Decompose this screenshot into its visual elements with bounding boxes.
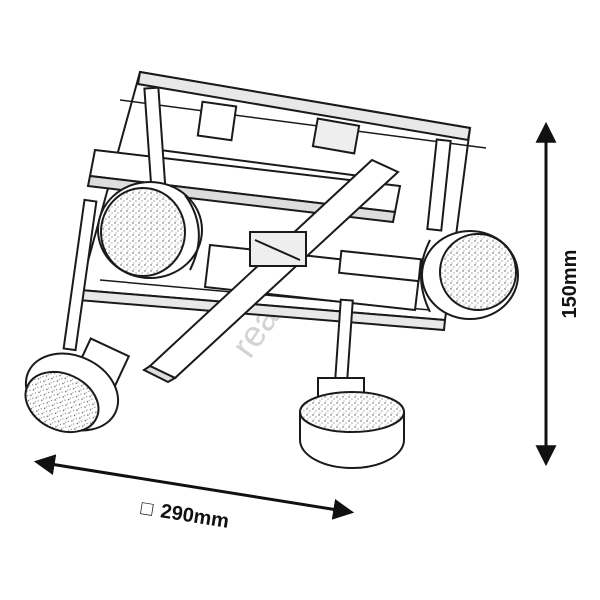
spotlight-upper-left <box>97 181 203 279</box>
width-arrow <box>33 454 355 520</box>
height-dimension: 150mm <box>535 121 581 467</box>
spotlight-bottom <box>299 298 405 469</box>
width-dimension: □ 290mm <box>33 454 355 533</box>
cross-frame <box>86 86 452 384</box>
height-label: 150mm <box>559 250 581 319</box>
mounting-bracket <box>159 100 361 189</box>
spotlight-right <box>337 230 519 320</box>
spotlight-lower-left <box>24 198 131 434</box>
width-label: 290mm <box>159 500 231 533</box>
width-square-symbol: □ <box>139 497 154 521</box>
